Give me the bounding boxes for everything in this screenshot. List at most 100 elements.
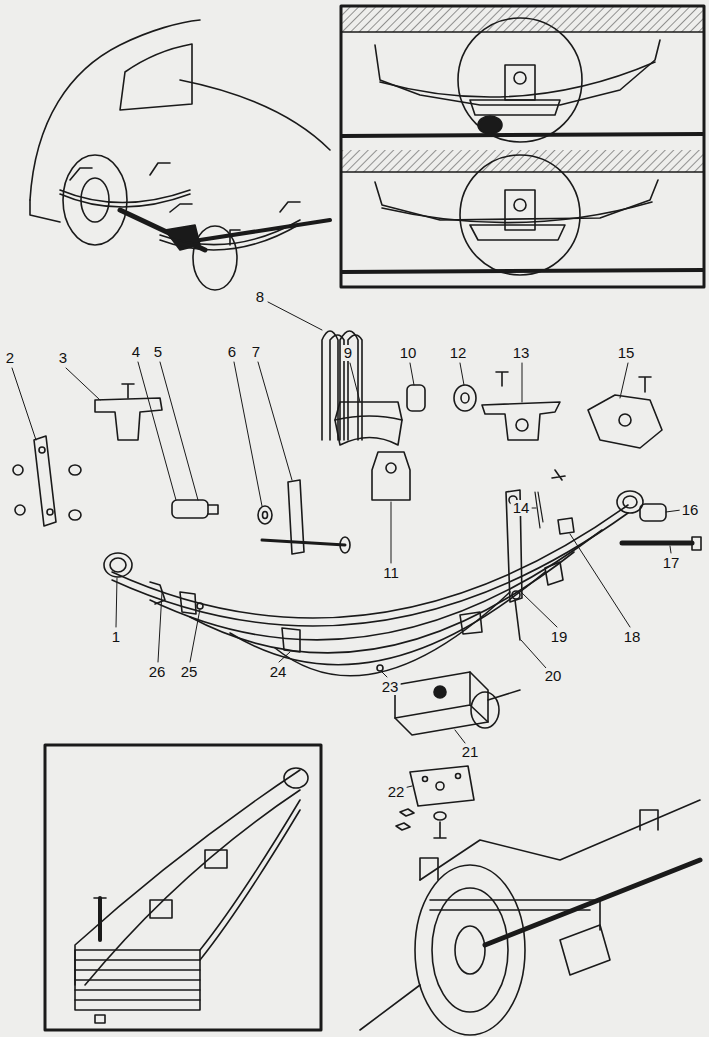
leaf-spring [197,603,203,609]
leaf-spring [617,491,643,513]
callout-number: 25 [179,664,200,680]
inset-frame [98,898,102,940]
inset-frame [375,180,658,220]
leader-line [522,363,523,402]
leader-line [12,302,681,788]
leader-line [116,578,117,627]
callout-number: 12 [448,345,469,361]
bracket [639,377,651,392]
car-sketch [200,220,330,240]
plate-bolt [340,537,350,553]
axle-block [372,452,410,500]
inset-frame [470,225,565,240]
leader-line [521,640,546,668]
inset-frame [342,7,703,275]
car-sketch [30,20,200,200]
wheel-sketch [455,926,485,974]
nut [558,518,574,534]
bushing [640,504,666,521]
leader-line [138,362,176,500]
inset-frame [342,171,703,173]
inset-frame [342,150,703,172]
inset-frame [514,199,526,211]
axle-block [372,452,410,500]
car-sketch [120,210,205,250]
shackle-plate [39,447,45,453]
wheel-sketch [420,810,658,880]
leaf-spring [282,628,300,652]
callout-number: 8 [254,289,266,305]
inset-frame [375,40,660,105]
axle-block [386,463,396,473]
shackle-plate [47,509,53,515]
mounting-plate [436,782,444,790]
wheel-sketch [432,888,508,1012]
shackle-plate [13,436,81,526]
split-pin [535,492,543,528]
callout-number: 4 [130,344,142,360]
inset-frame [458,18,582,142]
leader-line [455,730,465,743]
leader-line [160,362,198,500]
spring-pad [335,420,402,445]
callout-number: 13 [511,345,532,361]
plate-bolt [262,540,345,545]
inset-frame [75,770,300,985]
leader-line [190,609,200,662]
inset-frame [284,768,308,788]
inset-frame [150,900,172,918]
inset-frame [505,65,535,100]
leader-line [268,302,322,330]
bracket [552,377,662,480]
shackle [512,591,520,599]
leader-line [279,652,290,662]
callout-number: 16 [680,502,701,518]
inset-frame [380,62,655,97]
shock-absorber [395,672,488,735]
shackle-plate [15,505,25,515]
callout-number: 3 [57,350,69,366]
mounting-plate [396,809,414,830]
bushing [640,504,666,521]
car-sketch [30,20,330,290]
leader-line [66,368,100,400]
leader-line [620,363,628,398]
mounting-plate [434,812,446,820]
inset-frame [342,31,703,33]
leaf-spring [230,572,545,665]
inset-frame [460,155,580,275]
leaf-spring [180,592,196,614]
wheel-sketch [430,900,600,930]
mounting-plate [396,766,474,838]
shock-absorber [434,686,446,698]
leaf-spring [104,491,643,676]
callout-number: 17 [661,555,682,571]
inset-frame [505,190,535,230]
leaf-spring [275,592,510,676]
mounting-plate [456,774,461,779]
leaf-spring [150,582,165,604]
spring-pad [335,402,402,420]
washer [263,512,268,519]
wheel-sketch [360,800,700,1035]
callout-number: 26 [147,664,168,680]
leader-line [460,363,464,385]
shock-absorber [395,672,520,735]
inset-frame [75,950,200,1010]
washer [258,506,272,524]
callout-number: 15 [616,345,637,361]
callout-number: 9 [342,345,354,361]
leader-line [12,368,36,440]
bushing-bolt [208,505,218,514]
shackle-plate [69,510,81,520]
car-sketch [120,44,192,110]
callout-number: 24 [268,664,289,680]
inset-frame [341,6,704,287]
callout-number: 7 [250,344,262,360]
callout-number: 2 [4,350,16,366]
leader-line [670,546,671,553]
bolt [622,537,701,550]
inset-frame [382,202,652,223]
